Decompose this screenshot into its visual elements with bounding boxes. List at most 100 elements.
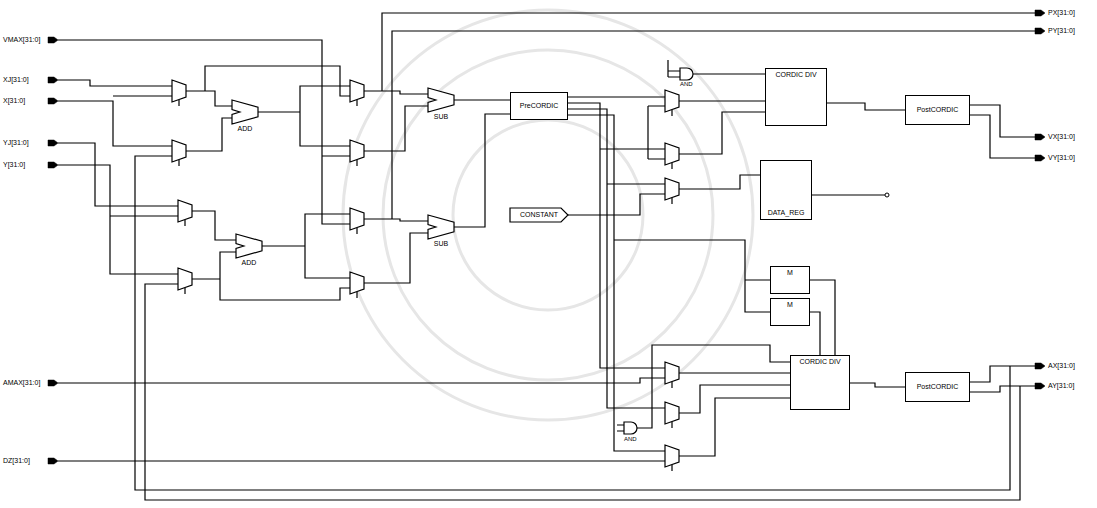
block-label: M <box>787 301 793 309</box>
signal-name: YJ[31:0] <box>3 139 29 147</box>
text-holder: M <box>771 269 809 277</box>
wire <box>364 106 428 151</box>
wire <box>145 284 1020 500</box>
text-holder: ADD <box>238 125 253 133</box>
wire <box>679 100 765 101</box>
signal-name: PX[31:0] <box>1048 9 1075 17</box>
signal-name: XJ[31:0] <box>3 76 29 84</box>
wire <box>679 385 790 413</box>
block-label: SUB <box>434 113 448 121</box>
wire <box>186 118 232 151</box>
multiplexer-symbol <box>665 445 679 467</box>
wire <box>970 386 1035 392</box>
block-label: M <box>787 269 793 277</box>
process-box: PreCORDIC <box>510 92 568 120</box>
port-symbol <box>1035 363 1045 369</box>
port-symbol <box>48 162 58 168</box>
wire <box>58 40 350 224</box>
port-symbol <box>48 458 58 464</box>
port-symbol <box>48 380 58 386</box>
multiplexer-symbol <box>350 80 364 102</box>
block-label: ADD <box>242 259 257 267</box>
wire <box>58 143 178 206</box>
multiplexer-symbol <box>665 402 679 424</box>
wire <box>617 425 624 431</box>
block-label: DATA_REG <box>768 209 805 217</box>
wire <box>668 60 680 77</box>
gate-label: AND <box>680 81 693 88</box>
text-holder: PostCORDIC <box>906 383 969 391</box>
wire <box>58 378 665 383</box>
text-holder: ADD <box>242 259 257 267</box>
wire <box>568 194 665 215</box>
subtractor-block: SUB <box>428 215 454 250</box>
adder-outline <box>232 100 258 124</box>
wire <box>679 398 790 456</box>
text-holder: DATA_REG <box>761 209 811 217</box>
port-symbol <box>48 37 58 43</box>
port-symbol <box>1035 28 1045 34</box>
gate-label: AND <box>624 436 637 443</box>
signal-name: VY[31:0] <box>1048 154 1075 162</box>
watermark-seal <box>343 10 753 420</box>
wire <box>679 112 765 154</box>
wire <box>693 73 765 74</box>
text-holder: M <box>771 301 809 309</box>
block-label: PostCORDIC <box>917 383 959 391</box>
wire <box>568 103 665 368</box>
adder-outline <box>428 88 454 112</box>
text-holder: CONSTANT <box>510 211 568 219</box>
signal-name: VX[31:0] <box>1048 133 1075 141</box>
wire <box>258 86 350 146</box>
multiplexer-symbol <box>350 208 364 230</box>
multiplexer-symbol <box>178 268 192 290</box>
signal-name: AY[31:0] <box>1048 382 1074 390</box>
wire <box>186 91 232 106</box>
text-holder: SUB <box>434 240 448 248</box>
signal-name: AMAX[31:0] <box>3 379 40 387</box>
wire <box>679 372 790 373</box>
signal-connector <box>810 312 820 355</box>
signal-name: DZ[31:0] <box>3 457 30 465</box>
port-symbol <box>1035 155 1045 161</box>
port-symbol <box>1035 10 1045 16</box>
block-label: CORDIC DIV <box>775 71 816 79</box>
adder-shape <box>232 100 258 124</box>
junction-dot <box>885 193 889 197</box>
divider-box: CORDIC DIV <box>765 68 827 126</box>
multiplexer-symbol <box>172 80 679 467</box>
wire <box>970 366 1035 382</box>
block-label: ADD <box>238 125 253 133</box>
port-symbol <box>1035 383 1045 389</box>
adder-block: ADD <box>232 100 258 135</box>
wire <box>970 105 1035 137</box>
multiplexer-symbol <box>665 178 679 200</box>
signal-name: AX[31:0] <box>1048 362 1075 370</box>
signal-name: X[31:0] <box>3 97 25 105</box>
tag-shape <box>510 208 568 222</box>
block-label: PostCORDIC <box>917 106 959 114</box>
wire <box>970 115 1035 158</box>
signal-connector <box>454 114 510 227</box>
port-symbol <box>48 77 58 83</box>
signal-connector <box>850 383 905 387</box>
signal-connector <box>454 99 510 100</box>
watermark-seal <box>343 10 753 420</box>
text-holder: SUB <box>434 113 448 121</box>
multiplexer-symbol <box>665 90 679 112</box>
signal-name: PY[31:0] <box>1048 27 1075 35</box>
wire <box>205 66 350 96</box>
adder-outline <box>428 215 454 239</box>
block-label: CORDIC DIV <box>799 358 840 366</box>
wire <box>568 115 665 451</box>
multiplexer-symbol <box>178 200 192 222</box>
signal-connector <box>810 280 835 355</box>
process-box: PostCORDIC <box>905 372 970 402</box>
wire <box>637 345 790 428</box>
wire <box>600 149 665 184</box>
wire <box>356 100 357 298</box>
process-box: PostCORDIC <box>905 95 970 125</box>
port-symbol <box>1035 134 1045 140</box>
